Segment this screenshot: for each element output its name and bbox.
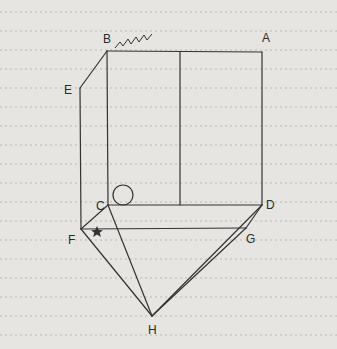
point-label: D [266, 199, 275, 211]
ruled-lines [0, 12, 337, 335]
point-label: C [96, 200, 105, 212]
figure-lines [80, 51, 262, 316]
point-label: G [246, 233, 255, 245]
point-label: E [64, 84, 72, 96]
ball-symbol [113, 185, 133, 205]
point-label: B [103, 33, 111, 45]
point-label: F [68, 234, 75, 246]
point-label: A [262, 32, 270, 44]
hatch-mark [115, 34, 152, 48]
star-mark [91, 226, 103, 237]
point-label: H [148, 324, 157, 336]
